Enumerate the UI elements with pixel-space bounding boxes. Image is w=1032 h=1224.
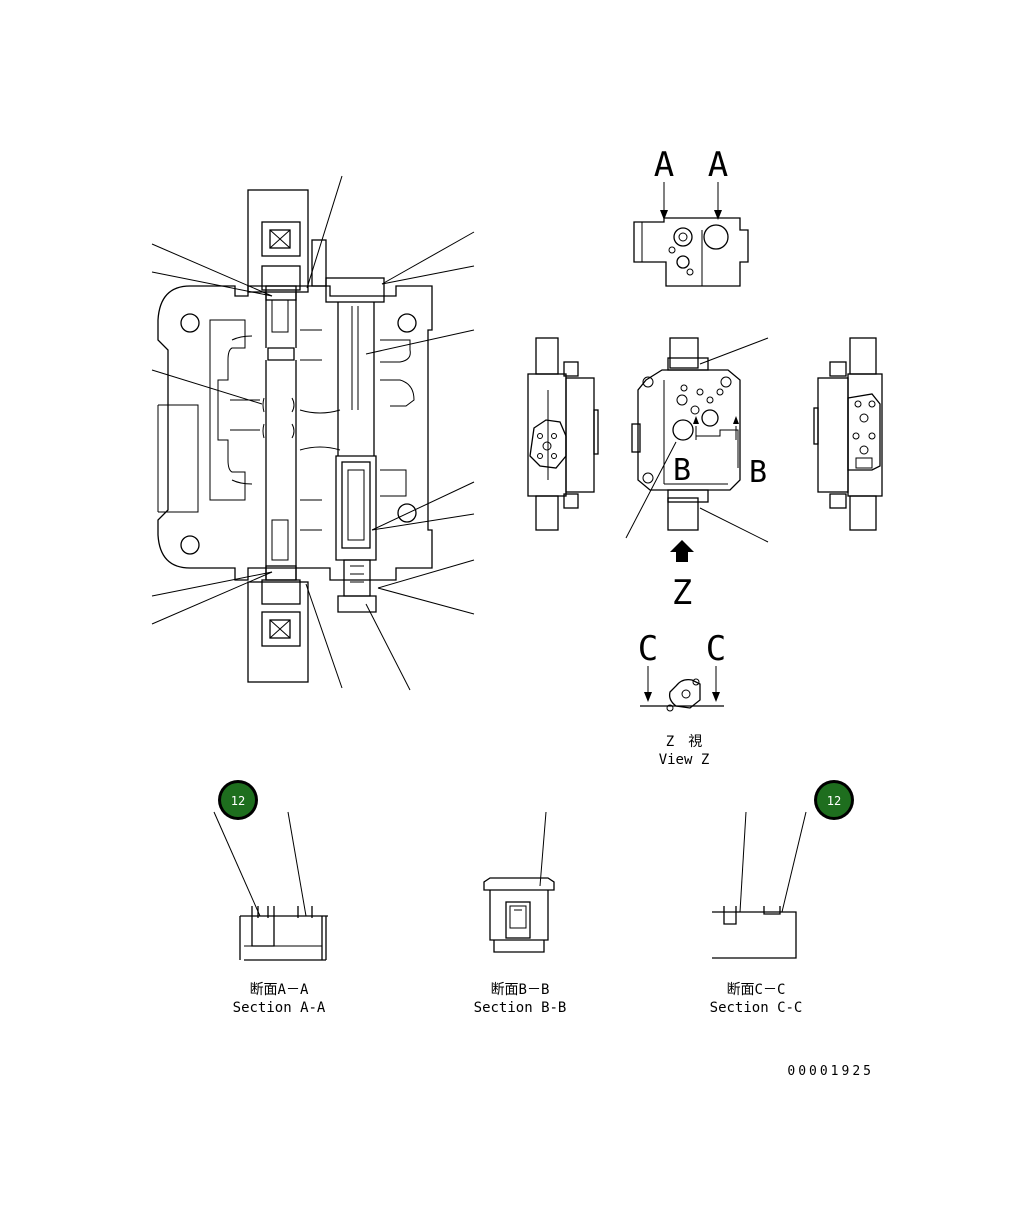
callout-bubble-fill (221, 783, 255, 817)
drawing-number: 00001925 (787, 1064, 874, 1079)
view-mark-a-left: A (654, 145, 674, 185)
callout-bubble-fill (817, 783, 851, 817)
top-view: A A (633, 145, 749, 287)
view-mark-c-right: C (706, 629, 726, 669)
section-a-a-title-en: Section A-A (233, 1000, 326, 1016)
valve-cross-section (151, 175, 475, 691)
section-c-c: 断面C－C Section C-C (710, 811, 807, 1016)
side-view-right (813, 337, 883, 531)
callout-bubble-label: 12 (827, 794, 841, 808)
side-view-left (527, 337, 599, 531)
section-b-b-title-jp: 断面B－B (491, 982, 550, 998)
callout-bubble-12-left[interactable]: 12 (218, 780, 258, 820)
view-mark-a-right: A (708, 145, 728, 185)
section-b-b: 断面B－B Section B-B (474, 811, 567, 1016)
view-mark-b-small: B (673, 453, 691, 488)
callout-bubble-label: 12 (231, 794, 245, 808)
leader-lines (151, 175, 475, 691)
c-c-view: C C (638, 629, 726, 712)
view-mark-c-left: C (638, 629, 658, 669)
view-z-caption-line2: View Z (659, 752, 710, 768)
view-z-caption-line1: Z 視 (666, 734, 702, 750)
section-a-a-title-jp: 断面A－A (250, 982, 309, 998)
view-mark-z: Z (672, 573, 692, 613)
section-c-c-title-en: Section C-C (710, 1000, 803, 1016)
callout-bubble-12-right[interactable]: 12 (814, 780, 854, 820)
section-b-b-title-en: Section B-B (474, 1000, 567, 1016)
section-c-c-title-jp: 断面C－C (727, 982, 786, 998)
front-view: B B Z (625, 337, 769, 613)
view-mark-b-large: B (749, 455, 767, 490)
section-a-a: 断面A－A Section A-A (213, 811, 328, 1016)
